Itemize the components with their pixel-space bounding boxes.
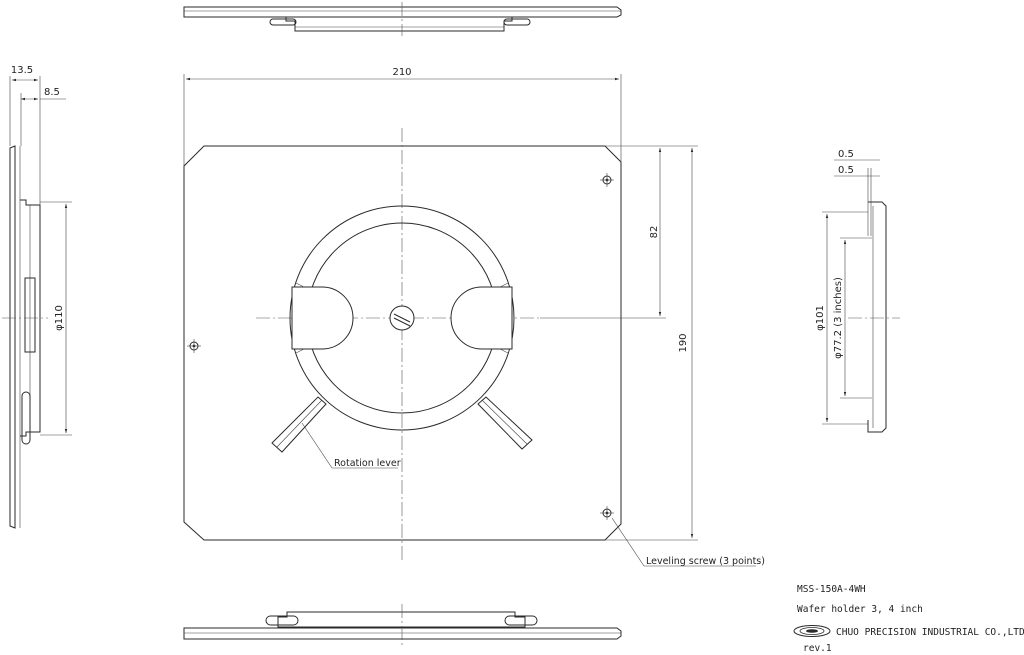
- holder-outer-circle: [289, 205, 515, 431]
- leveling-screw-bottom-right: [600, 506, 614, 520]
- top-lever-right: [503, 18, 531, 26]
- bottom-plate-outline: [183, 627, 622, 640]
- right-side-view: 0.5 0.5 φ101 φ77.2 (3 inches): [815, 149, 900, 433]
- leveling-screw-label: Leveling screw (3 points): [646, 556, 765, 567]
- dim-phi-110-label: φ110: [54, 305, 65, 331]
- dim-offset: 82: [540, 148, 666, 319]
- revision: rev.1: [803, 643, 832, 654]
- callout-leveling-screw: Leveling screw (3 points): [611, 517, 765, 567]
- product-description: Wafer holder 3, 4 inch: [797, 604, 923, 615]
- plate-outline: [183, 145, 622, 541]
- bottom-holder-body: [277, 611, 526, 628]
- dim-height: 190: [605, 145, 698, 541]
- leveling-screw-left: [187, 339, 201, 353]
- left-notch: [291, 286, 354, 350]
- model-number: MSS-150A-4WH: [797, 584, 866, 595]
- title-block: MSS-150A-4WH Wafer holder 3, 4 inch CHUO…: [793, 584, 1024, 654]
- dim-8-5-label: 8.5: [44, 87, 60, 98]
- company-logo: [793, 625, 831, 637]
- left-plate-edge: [9, 145, 16, 529]
- top-edge-view: [183, 2, 622, 36]
- rotation-lever-right: [477, 396, 533, 450]
- plan-view: 210 190 82 Rotation lever Leveling screw…: [183, 67, 765, 567]
- company-name: CHUO PRECISION INDUSTRIAL CO.,LTD.: [836, 627, 1024, 638]
- right-holder-profile: [867, 201, 887, 433]
- dim-phi-101-label: φ101: [815, 305, 826, 331]
- rotation-lever-label: Rotation lever: [334, 458, 401, 469]
- dim-width: 210: [183, 67, 622, 166]
- left-holder-profile: [20, 199, 41, 437]
- bottom-lever-right: [504, 615, 538, 626]
- top-holder-body: [276, 16, 513, 32]
- dim-0-5-bottom-label: 0.5: [838, 165, 854, 176]
- bottom-lever-left: [265, 615, 299, 626]
- dim-82-label: 82: [649, 226, 660, 239]
- dim-190-label: 190: [678, 333, 689, 352]
- dim-phi-77-2-label: φ77.2 (3 inches): [833, 277, 844, 359]
- left-notch-section: [24, 277, 36, 353]
- top-lever-left: [269, 18, 297, 26]
- dim-210-label: 210: [392, 67, 411, 78]
- left-side-view: 13.5 8.5 φ110: [2, 65, 72, 529]
- callout-rotation-lever: Rotation lever: [301, 422, 401, 469]
- left-lever-section: [21, 391, 31, 445]
- right-notch: [450, 286, 513, 350]
- top-plate-outline: [183, 6, 622, 18]
- dim-0-5-top-label: 0.5: [838, 149, 854, 160]
- rotation-lever-left: [271, 396, 327, 453]
- dim-13-5-label: 13.5: [11, 65, 33, 76]
- bottom-edge-view: [183, 604, 622, 645]
- leveling-screw-top-right: [600, 173, 614, 187]
